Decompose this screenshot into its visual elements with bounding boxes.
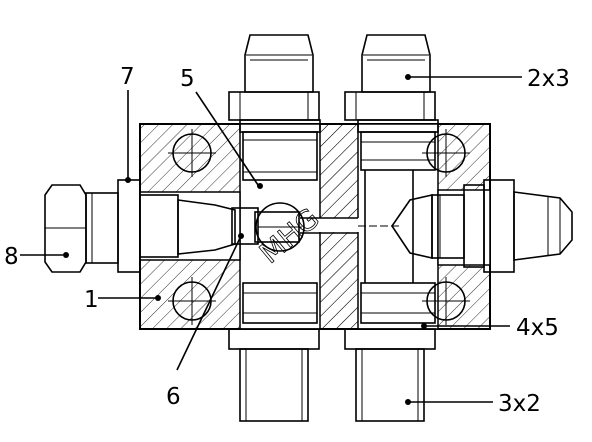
leader-dots — [63, 74, 427, 405]
top-fitting-right — [344, 34, 439, 171]
label-4x5: 4x5 — [516, 315, 559, 341]
label-6: 6 — [166, 384, 181, 410]
label-3x2: 3x2 — [498, 391, 541, 417]
label-8: 8 — [4, 244, 19, 270]
leader-lines — [20, 76, 522, 403]
check-valve-center — [254, 202, 400, 252]
top-fitting-left — [228, 34, 321, 181]
label-7: 7 — [120, 64, 135, 90]
left-plug-fitting — [44, 179, 259, 273]
label-5: 5 — [180, 66, 195, 92]
mounting-holes — [168, 129, 470, 325]
label-2x3: 2x3 — [527, 66, 570, 92]
bottom-fitting-right — [344, 282, 436, 422]
right-fitting — [391, 179, 573, 273]
bottom-fitting-left — [228, 282, 320, 422]
label-1: 1 — [84, 287, 99, 313]
